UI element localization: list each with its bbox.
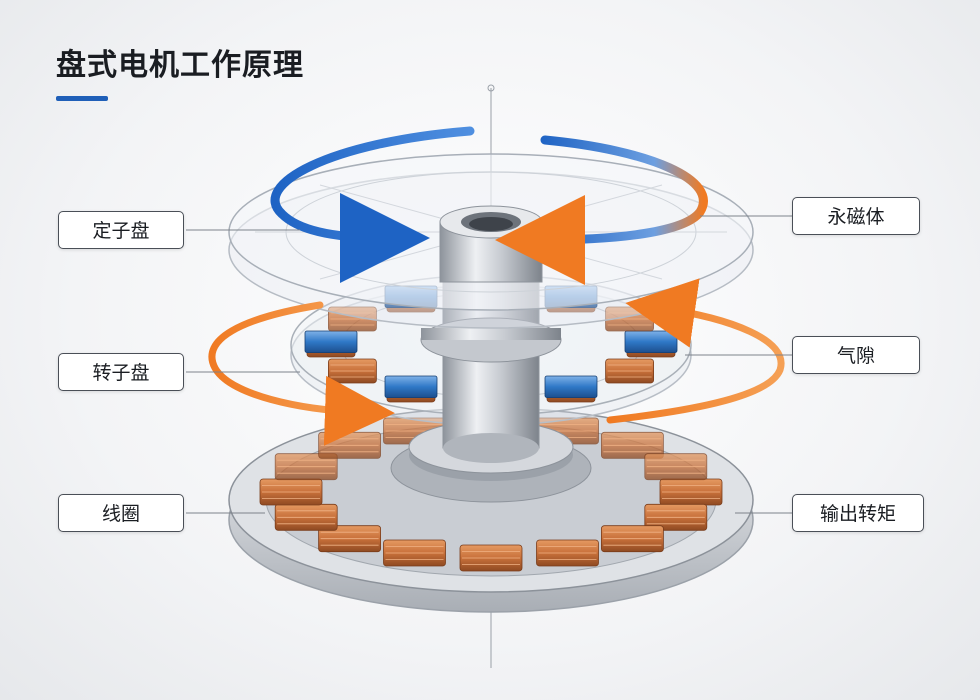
label-coil: 线圈 — [58, 494, 184, 532]
label-permanent-magnet: 永磁体 — [792, 197, 920, 235]
label-air-gap: 气隙 — [792, 336, 920, 374]
label-output-torque: 输出转矩 — [792, 494, 924, 532]
permanent-magnet-block — [304, 330, 358, 354]
shaft-collar — [439, 205, 543, 283]
page-title: 盘式电机工作原理 — [56, 48, 304, 83]
top-orange-arrow — [495, 135, 708, 285]
permanent-magnet-block — [384, 375, 438, 399]
leader-lines — [186, 215, 792, 514]
label-rotor-disk: 转子盘 — [58, 353, 184, 391]
permanent-magnet-block — [544, 375, 598, 399]
title-underline — [56, 96, 108, 101]
permanent-magnet-block — [624, 330, 678, 354]
coil-ring — [259, 412, 723, 572]
label-stator-disk: 定子盘 — [58, 211, 184, 249]
middle-orange-arrow-left — [208, 301, 395, 446]
axis-top-marker — [487, 84, 495, 92]
middle-orange-arrow-right — [606, 278, 785, 424]
top-blue-arrow — [270, 126, 475, 283]
